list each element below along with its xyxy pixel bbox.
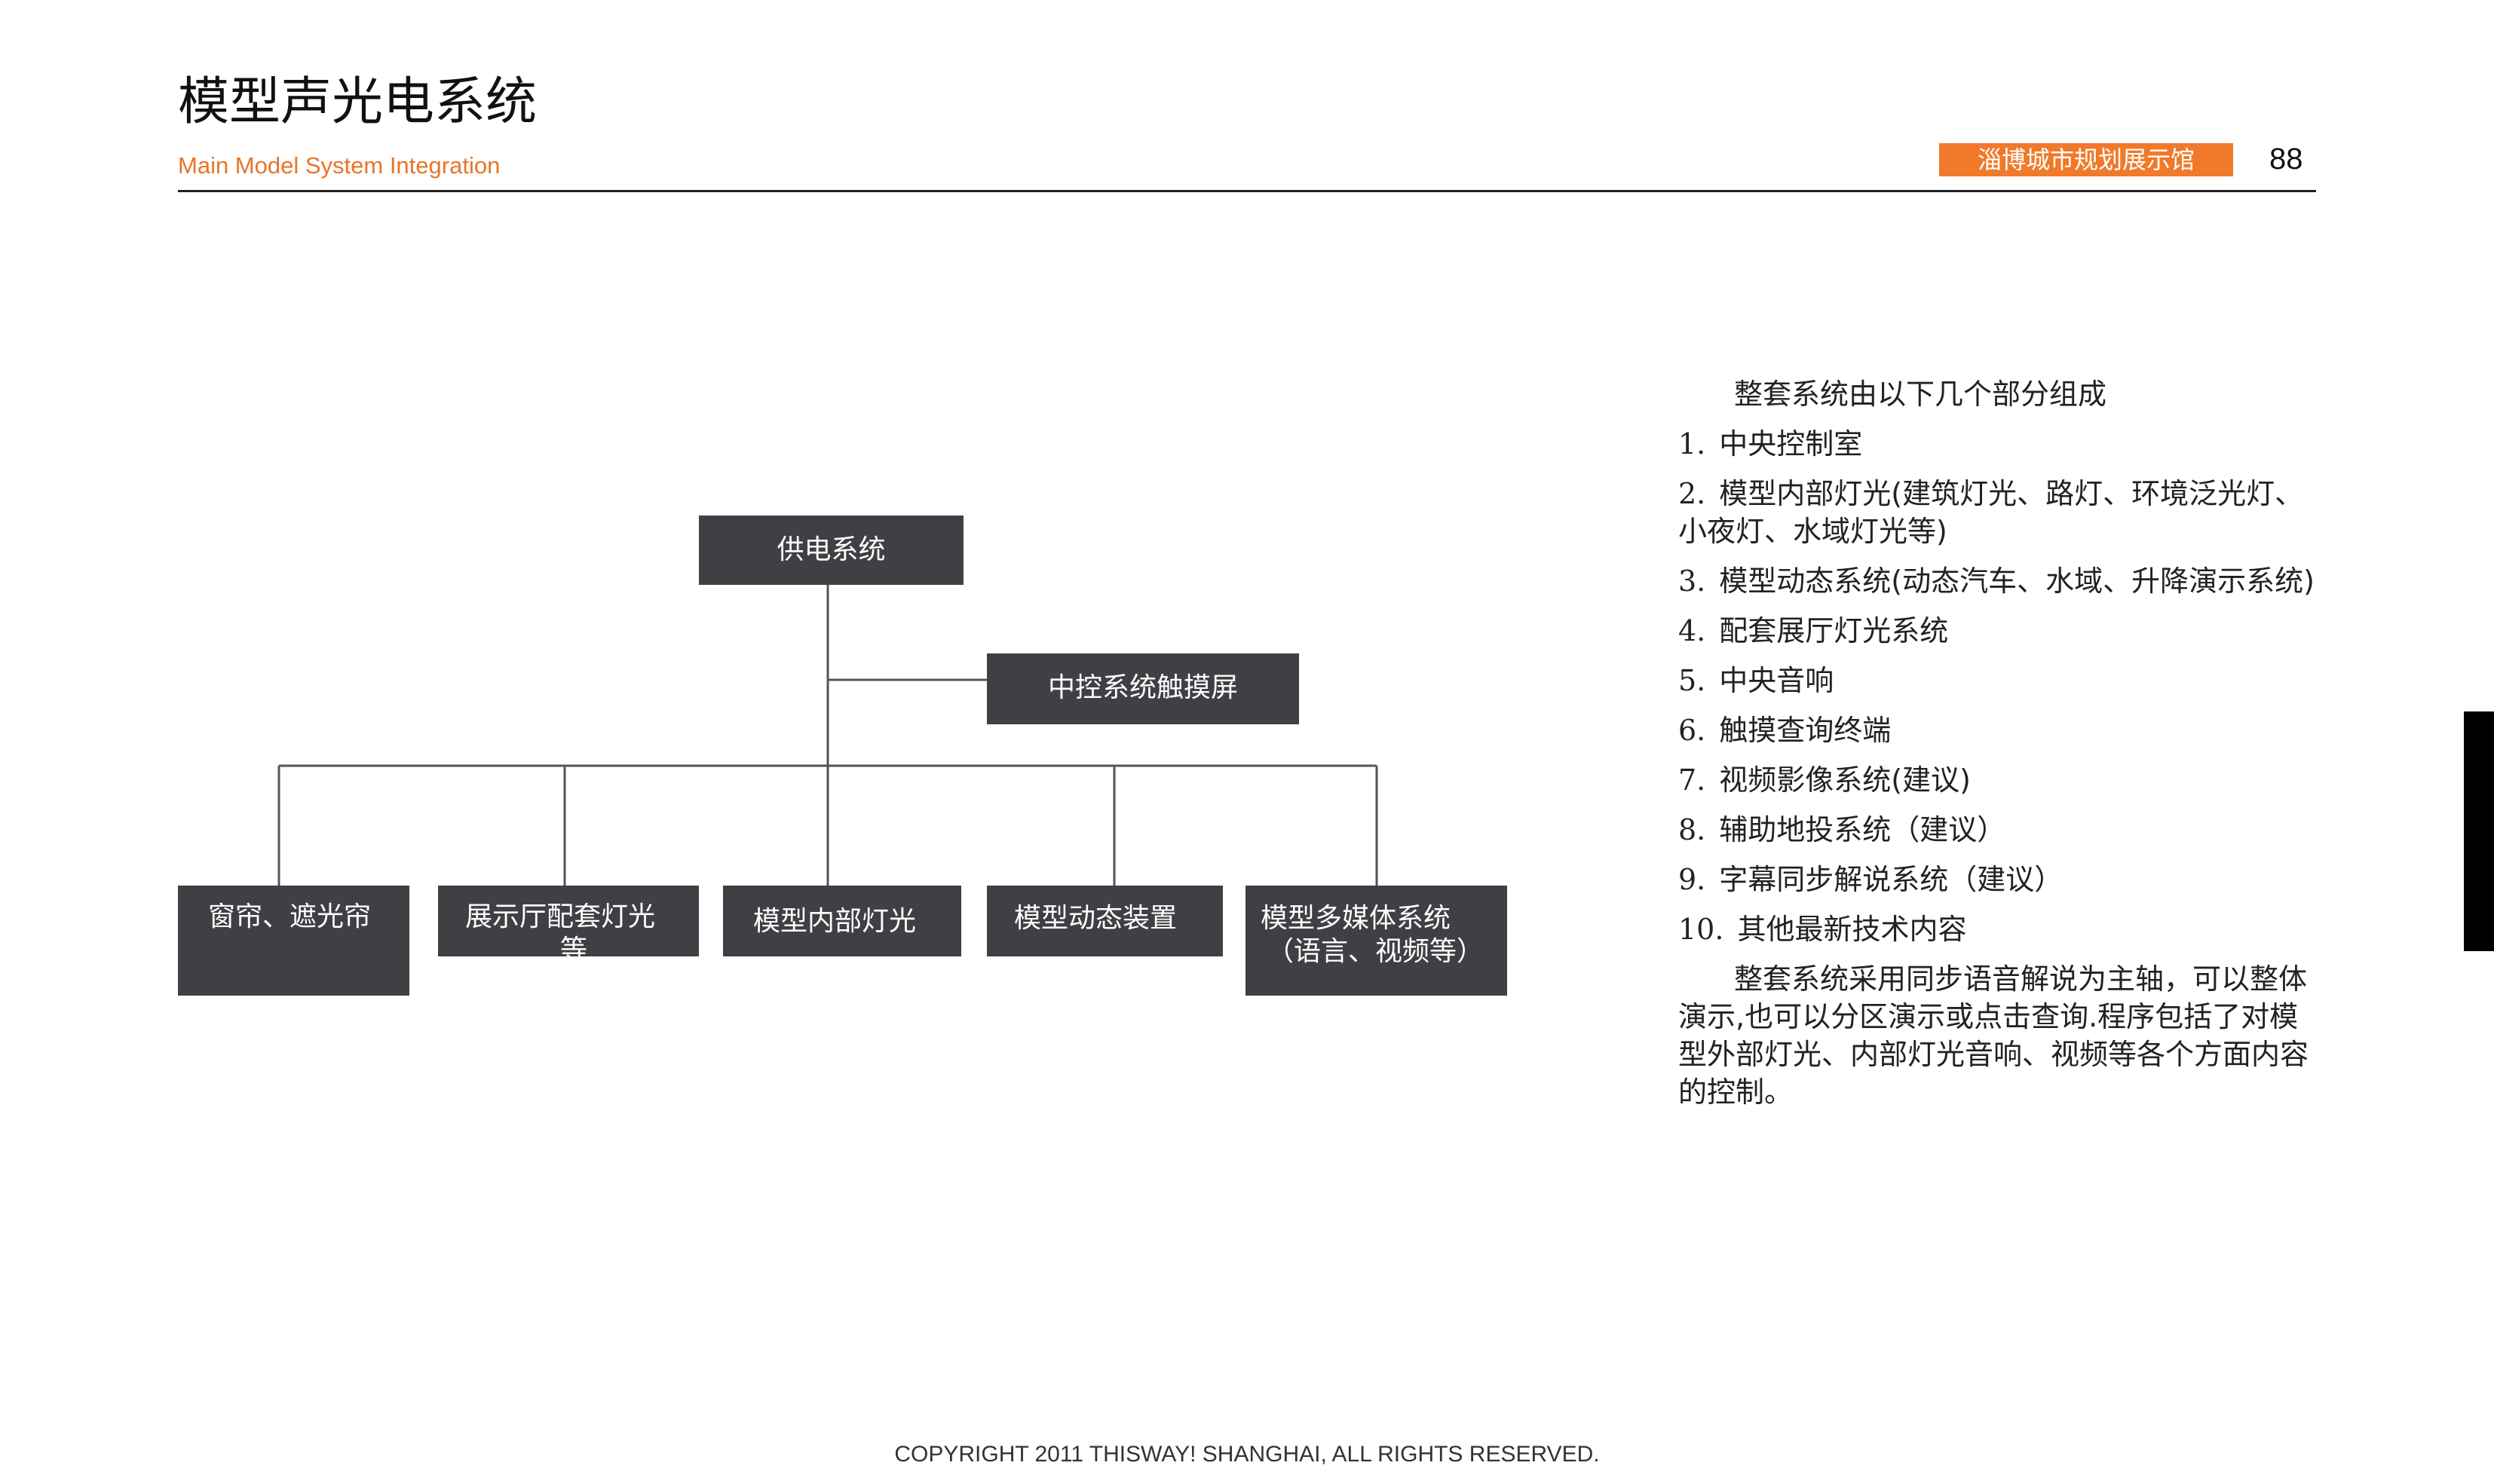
list-item-text: 配套展厅灯光系统 bbox=[1719, 614, 1949, 647]
copyright-footer: COPYRIGHT 2011 THISWAY! SHANGHAI, ALL RI… bbox=[894, 1442, 1600, 1467]
description-panel: 整套系统由以下几个部分组成 1. 中央控制室 2.模型内部灯光(建筑灯光、路灯、环… bbox=[1678, 369, 2319, 1111]
node-model-dynamic-devices-label: 模型动态装置 bbox=[1014, 903, 1178, 934]
list-item: 6. 触摸查询终端 bbox=[1678, 705, 2319, 755]
page-title: 模型声光电系统 bbox=[178, 72, 538, 132]
node-control-touchscreen: 中控系统触摸屏 bbox=[987, 653, 1299, 724]
list-item-number: 5. bbox=[1678, 664, 1706, 697]
org-badge: 淄博城市规划展示馆 bbox=[1939, 143, 2233, 176]
node-model-multimedia-label-1: 模型多媒体系统 bbox=[1261, 903, 1451, 934]
list-item-number: 3. bbox=[1678, 565, 1706, 598]
list-item-number: 8. bbox=[1678, 813, 1706, 846]
list-item: 8. 辅助地投系统（建议） bbox=[1678, 805, 2319, 855]
list-item: 3. 模型动态系统(动态汽车、水域、升降演示系统) bbox=[1678, 556, 2319, 606]
side-tab bbox=[2464, 711, 2494, 951]
node-hall-lighting-label-2: 等 bbox=[560, 935, 588, 956]
header-rule bbox=[178, 190, 2316, 192]
list-item-text: 中央控制室 bbox=[1719, 427, 1863, 460]
component-list: 1. 中央控制室 2.模型内部灯光(建筑灯光、路灯、环境泛光灯、小夜灯、水域灯光等… bbox=[1678, 419, 2319, 954]
page-number: 88 bbox=[2269, 142, 2303, 176]
list-item-number: 2. bbox=[1678, 477, 1706, 510]
list-item-text: 辅助地投系统（建议） bbox=[1719, 813, 2006, 846]
list-item: 5. 中央音响 bbox=[1678, 656, 2319, 705]
node-hall-lighting: 展示厅配套灯光 等 bbox=[438, 886, 699, 956]
list-item: 1. 中央控制室 bbox=[1678, 419, 2319, 469]
list-item-number: 6. bbox=[1678, 714, 1706, 747]
list-item-number: 10. bbox=[1678, 913, 1724, 946]
page-subtitle: Main Model System Integration bbox=[178, 152, 501, 179]
node-hall-lighting-label-1: 展示厅配套灯光 bbox=[465, 901, 656, 932]
node-model-multimedia: 模型多媒体系统 （语言、视频等） bbox=[1245, 886, 1507, 996]
diagram-connectors bbox=[277, 585, 1378, 886]
list-item-text: 中央音响 bbox=[1719, 664, 1834, 697]
list-item-text: 视频影像系统(建议) bbox=[1719, 763, 1971, 797]
node-power-system: 供电系统 bbox=[699, 516, 964, 585]
node-model-interior-lighting-label: 模型内部灯光 bbox=[753, 906, 917, 937]
list-item-text: 其他最新技术内容 bbox=[1737, 913, 1967, 946]
list-item: 7. 视频影像系统(建议) bbox=[1678, 755, 2319, 805]
description-intro: 整套系统由以下几个部分组成 bbox=[1734, 378, 2107, 411]
node-model-dynamic-devices: 模型动态装置 bbox=[987, 886, 1223, 956]
system-diagram: 供电系统 中控系统触摸屏 窗帘、遮光帘 展示厅配套灯光 等 模型内部灯光 模型动… bbox=[0, 0, 1568, 1055]
list-item: 2.模型内部灯光(建筑灯光、路灯、环境泛光灯、小夜灯、水域灯光等) bbox=[1678, 469, 2319, 556]
list-item: 10. 其他最新技术内容 bbox=[1678, 904, 2319, 954]
list-item: 9. 字幕同步解说系统（建议） bbox=[1678, 855, 2319, 904]
list-item-number: 9. bbox=[1678, 863, 1706, 896]
node-curtains: 窗帘、遮光帘 bbox=[178, 886, 409, 996]
node-model-multimedia-label-2: （语言、视频等） bbox=[1267, 936, 1484, 967]
list-item-text: 模型动态系统(动态汽车、水域、升降演示系统) bbox=[1719, 565, 2315, 598]
description-closing: 整套系统采用同步语音解说为主轴，可以整体演示,也可以分区演示或点击查询.程序包括… bbox=[1678, 962, 2309, 1109]
node-model-interior-lighting: 模型内部灯光 bbox=[723, 886, 961, 956]
node-curtains-label: 窗帘、遮光帘 bbox=[208, 901, 372, 932]
list-item-number: 1. bbox=[1678, 427, 1706, 460]
node-power-system-label: 供电系统 bbox=[777, 534, 886, 565]
list-item-number: 4. bbox=[1678, 614, 1706, 647]
list-item-text: 模型内部灯光(建筑灯光、路灯、环境泛光灯、小夜灯、水域灯光等) bbox=[1678, 477, 2304, 548]
node-control-touchscreen-label: 中控系统触摸屏 bbox=[1047, 672, 1238, 703]
list-item-text: 触摸查询终端 bbox=[1719, 714, 1892, 747]
list-item-text: 字幕同步解说系统（建议） bbox=[1719, 863, 2064, 896]
list-item: 4. 配套展厅灯光系统 bbox=[1678, 606, 2319, 656]
list-item-number: 7. bbox=[1678, 763, 1706, 797]
